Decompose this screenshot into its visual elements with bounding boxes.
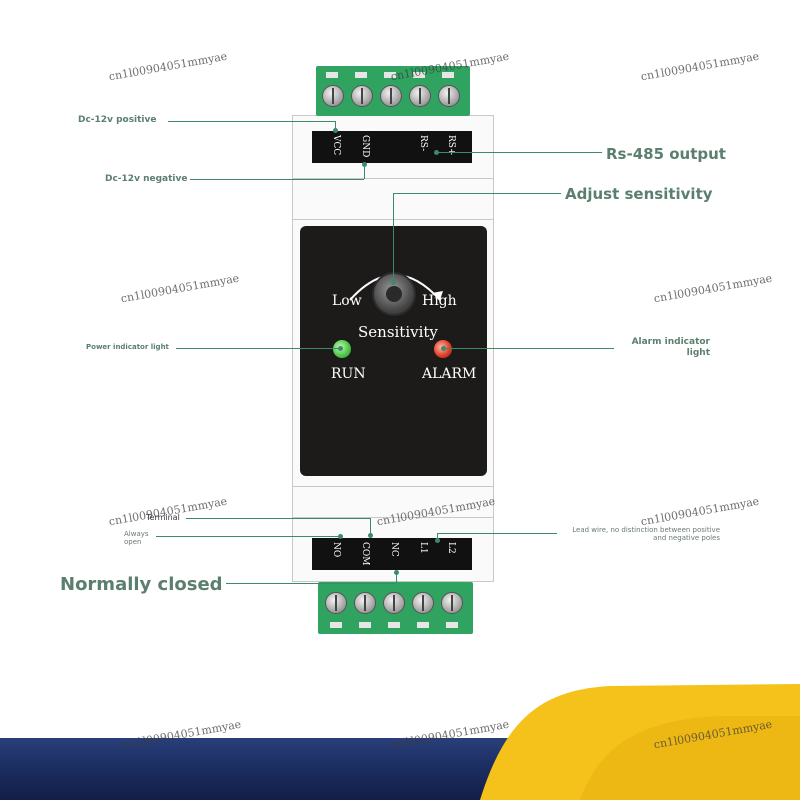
lead-wire-line [437,533,557,534]
dc-negative-line-v [364,163,365,179]
callout-dc-positive: Dc-12v positive [78,115,157,125]
callout-terminal: Terminal [146,513,180,522]
dc-negative-dot [362,162,367,167]
dc-positive-line-v [335,121,336,131]
run-label: RUN [331,366,366,382]
bottom-label-strip [312,538,472,570]
callout-alarm-light: Alarm indicator light [631,337,710,358]
normally-closed-line-v [396,572,397,583]
dc-positive-line [168,121,335,122]
always-open-dot [338,534,343,539]
callout-dc-negative: Dc-12v negative [105,174,188,184]
lead-wire-dot [435,538,440,543]
alarm-label: ALARM [422,366,477,382]
lead-wire-line-v [437,533,438,541]
adjust-line-v [393,193,394,283]
low-label: Low [332,293,362,309]
dc-negative-line [190,179,364,180]
alarm-light-line [444,348,614,349]
normally-closed-line [226,583,396,584]
rs485-line [437,152,602,153]
terminal-line-v [370,518,371,538]
callout-always-open: Always open [124,530,149,546]
adjust-line [393,193,561,194]
callout-power-light: Power indicator light [86,343,169,351]
terminal-line [186,518,370,519]
power-light-line [176,348,340,349]
rs485-dot [434,150,439,155]
power-light-dot [338,346,343,351]
callout-adjust-sensitivity: Adjust sensitivity [565,185,713,203]
alarm-light-dot [441,346,446,351]
terminal-dot [368,533,373,538]
callout-rs485: Rs-485 output [606,145,726,163]
top-label-strip [312,131,472,163]
always-open-line [156,536,340,537]
normally-closed-dot [394,570,399,575]
dc-positive-dot [333,128,338,133]
device-lower-section [292,486,494,518]
high-label: High [422,293,457,309]
knob-center [386,286,402,302]
callout-lead-wire: Lead wire, no distinction between positi… [572,526,720,542]
adjust-dot [391,280,396,285]
sensitivity-label: Sensitivity [358,323,438,341]
callout-normally-closed: Normally closed [60,574,223,595]
